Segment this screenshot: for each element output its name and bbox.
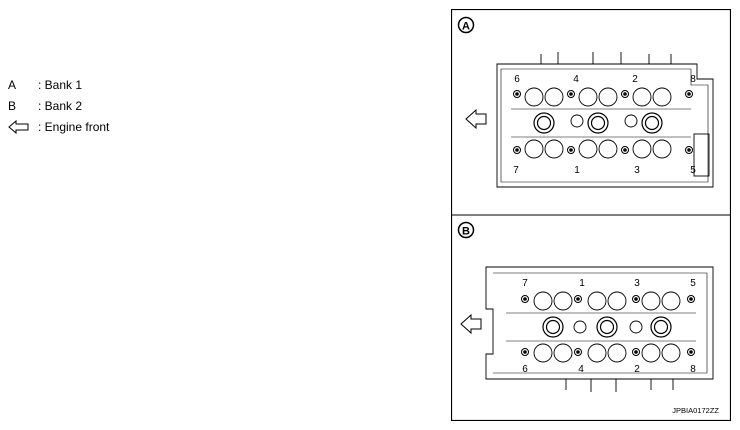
cylinder-head-figure: A bbox=[450, 8, 732, 422]
panel-b: B bbox=[457, 221, 714, 392]
legend-text-bank1: : Bank 1 bbox=[38, 78, 83, 92]
bolt-number-a-bottom-2: 1 bbox=[574, 165, 580, 176]
spark-plug-holes-a bbox=[533, 112, 663, 134]
cylinder-head-outline-b bbox=[485, 266, 714, 392]
bolts-a bbox=[513, 90, 693, 154]
bolt-number-b-top-1: 7 bbox=[522, 278, 528, 289]
spark-plug-holes-b bbox=[542, 316, 672, 338]
bolt-number-a-bottom-1: 7 bbox=[513, 165, 519, 176]
legend-key-b: B bbox=[8, 99, 17, 113]
legend-text-bank2: : Bank 2 bbox=[38, 99, 83, 113]
panel-a: A bbox=[457, 16, 714, 188]
valve-ports-a bbox=[524, 87, 672, 159]
left-arrow-icon bbox=[8, 119, 34, 137]
bolt-number-a-top-1: 6 bbox=[514, 74, 520, 85]
engine-front-arrow-icon bbox=[465, 108, 487, 130]
bolt-number-a-bottom-3: 3 bbox=[634, 165, 640, 176]
bolt-number-b-bottom-3: 2 bbox=[634, 364, 640, 375]
panel-a-label: A bbox=[457, 16, 475, 34]
bolts-b bbox=[521, 295, 695, 356]
figure-code: JPBIA0172ZZ bbox=[672, 406, 719, 415]
legend-text-engine-front: : Engine front bbox=[38, 120, 110, 134]
bolt-number-b-top-4: 5 bbox=[690, 278, 696, 289]
bolt-number-a-top-3: 2 bbox=[632, 74, 638, 85]
bolt-number-b-bottom-2: 4 bbox=[578, 364, 584, 375]
engine-front-arrow-icon bbox=[460, 313, 482, 335]
cylinder-head-outline-a bbox=[496, 52, 714, 188]
bolt-number-b-top-3: 3 bbox=[634, 278, 640, 289]
bolt-number-a-top-4: 8 bbox=[690, 74, 696, 85]
panel-b-label: B bbox=[457, 221, 475, 239]
bolt-number-a-bottom-4: 5 bbox=[690, 165, 696, 176]
legend-key-a: A bbox=[8, 78, 17, 92]
bolt-number-b-bottom-4: 8 bbox=[690, 364, 696, 375]
valve-ports-b bbox=[533, 291, 681, 363]
bolt-number-a-top-2: 4 bbox=[573, 74, 579, 85]
svg-text:A: A bbox=[462, 21, 470, 33]
bolt-number-b-top-2: 1 bbox=[579, 278, 585, 289]
svg-text:B: B bbox=[462, 226, 470, 238]
bolt-number-b-bottom-1: 6 bbox=[522, 364, 528, 375]
